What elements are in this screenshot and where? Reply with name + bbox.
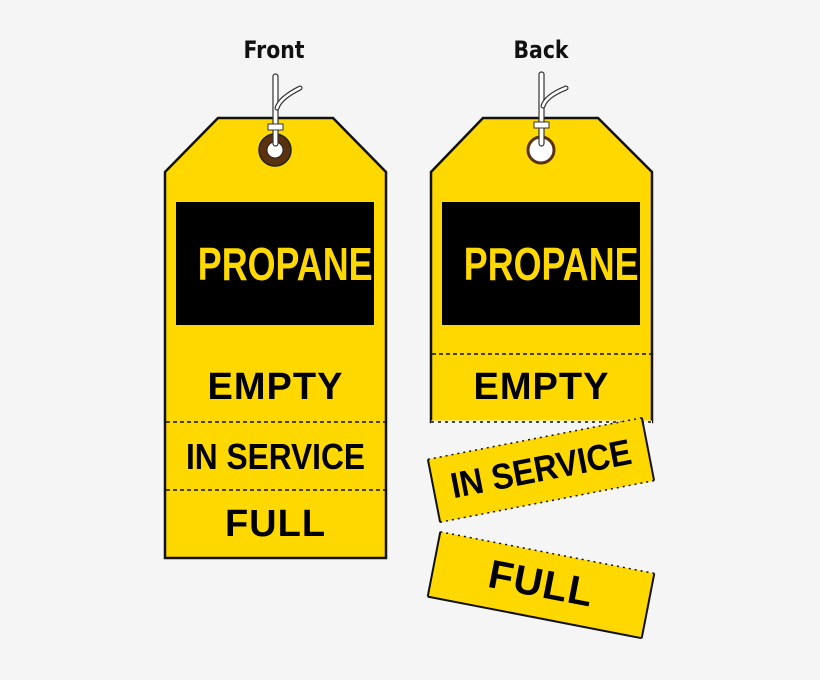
back-title: Back <box>513 36 569 64</box>
back-propane-header: PROPANE <box>463 238 639 290</box>
tie-wire-icon <box>267 73 303 147</box>
front-tag <box>163 73 388 560</box>
tie-wire-icon <box>533 71 569 147</box>
front-section-full: FULL <box>224 503 327 545</box>
front-section-empty: EMPTY <box>207 366 344 408</box>
stub-full <box>426 531 656 640</box>
back-section-empty: EMPTY <box>473 366 610 408</box>
front-title: Front <box>243 36 305 64</box>
stub-in-service <box>426 417 656 523</box>
back-tag <box>429 71 654 424</box>
front-section-in-service: IN SERVICE <box>186 436 365 477</box>
front-propane-header: PROPANE <box>197 238 373 290</box>
